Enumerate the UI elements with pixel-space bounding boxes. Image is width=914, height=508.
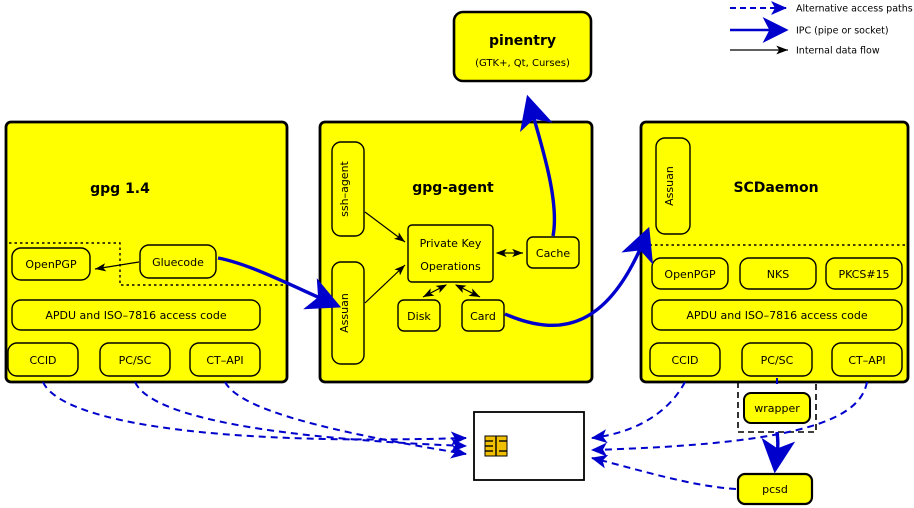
gpg-openpgp-box[interactable]: OpenPGP: [11, 247, 91, 281]
scdaemon-app-nks-label: NKS: [767, 268, 789, 281]
gpg-agent-assuan-box[interactable]: Assuan: [331, 261, 365, 365]
scdaemon-apdu-box[interactable]: APDU and ISO–7816 access code: [651, 299, 903, 331]
gpg-apdu-label: APDU and ISO–7816 access code: [45, 309, 227, 322]
gpg-title: gpg 1.4: [90, 181, 150, 197]
gpg-driver-ccid[interactable]: CCID: [7, 342, 79, 377]
pcsd-box[interactable]: [736, 472, 814, 506]
gpg-gluecode-label: Gluecode: [152, 256, 204, 269]
pcsd-label: pcsd: [762, 483, 788, 496]
pinentry-box[interactable]: pinentry (GTK+, Qt, Curses): [452, 10, 593, 83]
scdaemon-app-openpgp-label: OpenPGP: [664, 268, 716, 281]
pko-card-arrow: [454, 284, 481, 298]
gpg-gluecode-to-openpgp-arrow: [94, 261, 140, 272]
gpg-agent-pko-line1: Private Key: [420, 237, 482, 250]
gpg-openpgp-label: OpenPGP: [25, 258, 77, 271]
wrapper-dashed-border: [737, 381, 817, 433]
pko-disk-arrow: [422, 284, 448, 298]
legend-item-internal-flow: Internal data flow: [730, 46, 880, 57]
gpg-agent-private-key-ops-box[interactable]: Private Key Operations: [407, 224, 494, 283]
smartcard-chip-icon: [484, 435, 508, 457]
pinentry-subtitle: (GTK+, Qt, Curses): [475, 58, 570, 69]
gpg-apdu-box[interactable]: APDU and ISO–7816 access code: [11, 299, 261, 331]
assuan-to-pko-arrow: [364, 264, 406, 304]
gpg-agent-cache-label: Cache: [536, 247, 570, 260]
gpg-agent-disk-label: Disk: [407, 310, 431, 323]
scdaemon-driver-ctapi[interactable]: CT–API: [831, 342, 903, 377]
scdaemon-driver-ctapi-label: CT–API: [848, 354, 885, 367]
gpg-agent-cache-box[interactable]: Cache: [526, 236, 580, 269]
gpg-openpgp-region-border: [9, 242, 286, 286]
scdaemon-app-openpgp[interactable]: OpenPGP: [651, 257, 729, 290]
scdaemon-app-pkcs15[interactable]: PKCS#15: [825, 257, 903, 290]
scdaemon-app-pkcs15-label: PKCS#15: [838, 268, 889, 281]
scdaemon-driver-ccid-label: CCID: [671, 354, 698, 367]
scdaemon-driver-pcsc[interactable]: PC/SC: [741, 342, 813, 377]
legend-item-ipc: IPC (pipe or socket): [730, 17, 889, 43]
gpg-driver-pcsc[interactable]: PC/SC: [99, 342, 171, 377]
scdaemon-app-nks[interactable]: NKS: [739, 257, 817, 290]
gpg-driver-pcsc-label: PC/SC: [119, 354, 152, 367]
gpg-agent-ssh-agent-label: ssh–agent: [338, 160, 351, 216]
pcsd-group[interactable]: pcsd: [736, 472, 814, 506]
legend-label-alt-path: Alternative access paths: [796, 4, 913, 15]
gpg-agent-box[interactable]: gpg-agent ssh–agent Assuan Private Key O…: [318, 120, 594, 384]
legend-item-alt-path: Alternative access paths: [730, 1, 913, 15]
alt-gpg-pcsc-to-card: [134, 381, 467, 453]
wrapper-group[interactable]: wrapper: [737, 381, 817, 433]
gpg-gluecode-box[interactable]: Gluecode: [139, 244, 217, 279]
ipc-agent-to-pinentry: [520, 94, 557, 237]
wrapper-box[interactable]: [743, 392, 811, 424]
wrapper-label: wrapper: [754, 402, 800, 415]
ssh-agent-to-pko-arrow: [364, 211, 406, 243]
gpg-agent-pko-line2: Operations: [420, 260, 481, 273]
legend-label-ipc: IPC (pipe or socket): [796, 26, 889, 37]
ipc-gluecode-to-agent-assuan: [217, 256, 342, 310]
legend: Alternative access paths IPC (pipe or so…: [730, 1, 913, 57]
alt-pcsd-to-card: [591, 454, 737, 490]
pinentry-title: pinentry: [489, 33, 556, 49]
scdaemon-apdu-label: APDU and ISO–7816 access code: [686, 309, 868, 322]
scdaemon-driver-ccid[interactable]: CCID: [649, 342, 721, 377]
alt-scdaemon-ctapi-to-card: [591, 381, 868, 457]
gpg-agent-title: gpg-agent: [412, 180, 494, 196]
scdaemon-box[interactable]: SCDaemon Assuan OpenPGP NKS PKCS#15 APDU…: [639, 120, 910, 384]
gpg-agent-assuan-label: Assuan: [338, 293, 351, 333]
gpg-agent-disk-box[interactable]: Disk: [397, 299, 441, 332]
gpg-driver-ctapi-label: CT–API: [206, 354, 243, 367]
gpg-agent-card-box[interactable]: Card: [461, 299, 505, 332]
scdaemon-assuan-box[interactable]: Assuan: [655, 137, 691, 235]
alt-gpg-ctapi-to-card: [224, 381, 467, 459]
alt-scdaemon-ccid-to-card: [591, 381, 686, 444]
scdaemon-driver-pcsc-label: PC/SC: [761, 354, 794, 367]
ipc-agent-card-to-scdaemon-assuan: [504, 226, 654, 327]
ipc-wrapper-to-pcsd: [761, 431, 796, 474]
alt-gpg-ccid-to-card: [42, 381, 467, 446]
gpg-driver-ctapi[interactable]: CT–API: [189, 342, 261, 377]
smartcard[interactable]: [473, 411, 585, 481]
gpg-driver-ccid-label: CCID: [29, 354, 56, 367]
legend-label-internal-flow: Internal data flow: [796, 46, 880, 57]
gpg-agent-card-label: Card: [470, 310, 496, 323]
scdaemon-assuan-label: Assuan: [663, 166, 676, 206]
scdaemon-title: SCDaemon: [733, 180, 818, 196]
gpg-box[interactable]: gpg 1.4 OpenPGP Gluecode APDU and ISO–78…: [4, 120, 289, 384]
gpg-agent-ssh-agent-box[interactable]: ssh–agent: [331, 141, 365, 237]
